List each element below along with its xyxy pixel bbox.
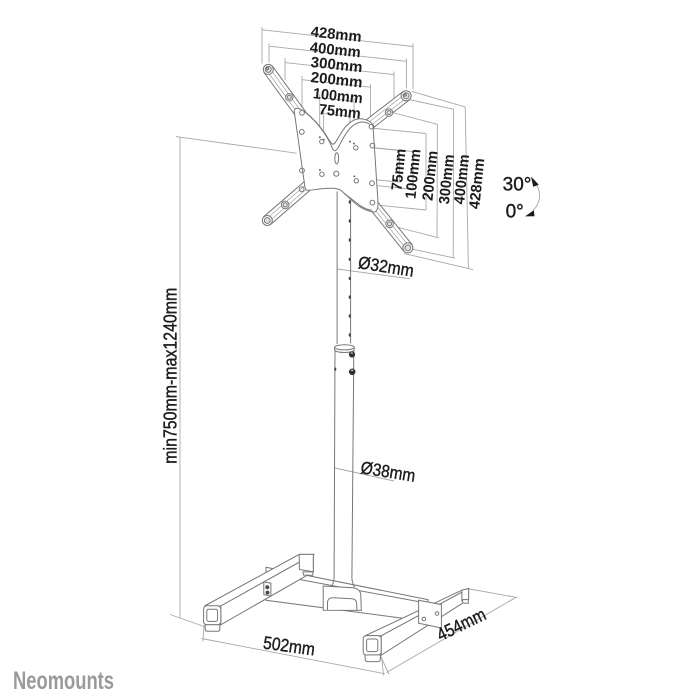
svg-text:200mm: 200mm bbox=[310, 69, 363, 91]
svg-text:300mm: 300mm bbox=[310, 54, 363, 76]
svg-text:200mm: 200mm bbox=[419, 150, 441, 202]
svg-text:428mm: 428mm bbox=[310, 24, 362, 46]
svg-text:300mm: 300mm bbox=[436, 154, 458, 206]
svg-text:Neomounts: Neomounts bbox=[13, 667, 114, 695]
svg-text:min750mm-max1240mm: min750mm-max1240mm bbox=[160, 288, 180, 464]
svg-text:75mm: 75mm bbox=[318, 101, 362, 122]
svg-text:400mm: 400mm bbox=[309, 39, 361, 61]
svg-text:100mm: 100mm bbox=[402, 148, 424, 200]
svg-text:0°: 0° bbox=[506, 202, 524, 223]
svg-text:30°: 30° bbox=[503, 175, 532, 196]
svg-text:100mm: 100mm bbox=[312, 85, 364, 107]
svg-text:75mm: 75mm bbox=[388, 148, 409, 192]
svg-text:428mm: 428mm bbox=[466, 157, 488, 209]
svg-text:400mm: 400mm bbox=[451, 154, 473, 206]
